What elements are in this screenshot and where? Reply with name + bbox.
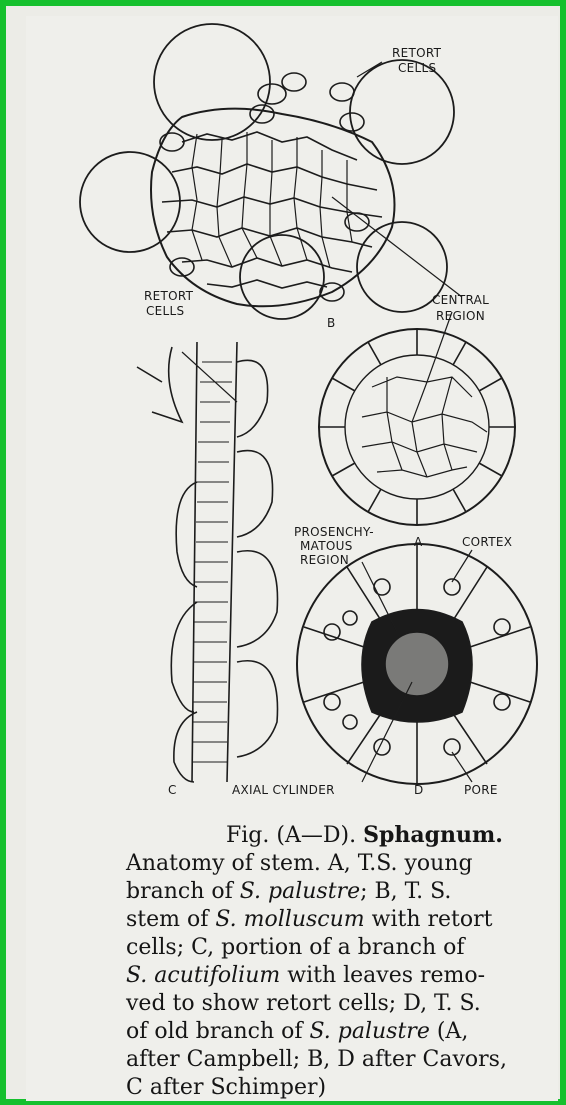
caption-line-4: stem of S. molluscum with retort: [126, 906, 566, 934]
caption-line-6: S. acutifolium with leaves remo-: [126, 962, 566, 990]
label-retort-cells-top-2: CELLS: [398, 61, 436, 75]
label-a: A: [414, 535, 423, 549]
caption-line-7: ved to show retort cells; D, T. S.: [126, 990, 566, 1018]
caption-line-10: C after Schimper): [126, 1074, 566, 1102]
label-retort-cells-left-2: CELLS: [146, 304, 184, 318]
caption-line-8: of old branch of S. palustre (A,: [126, 1018, 566, 1046]
caption-line-1: Fig. (A—D). Sphagnum.: [126, 821, 566, 850]
figure-c-branch-portion: [137, 342, 278, 782]
caption-line-9: after Campbell; B, D after Cavors,: [126, 1046, 566, 1074]
label-pore: PORE: [464, 783, 498, 797]
label-prosenchymatous-1: PROSENCHY-: [294, 525, 374, 539]
label-c: C: [168, 783, 177, 797]
caption-line-5: cells; C, portion of a branch of: [126, 934, 566, 962]
figure-d-old-branch-ts: [297, 544, 537, 784]
label-axial-cylinder: AXIAL CYLINDER: [232, 783, 335, 797]
label-cortex: CORTEX: [462, 535, 512, 549]
figure-a-young-branch-ts: [319, 312, 515, 525]
label-prosenchymatous-2: MATOUS: [300, 539, 353, 553]
label-retort-cells-top-1: RETORT: [392, 46, 442, 60]
scanned-page: RETORT CELLS B RETORT CELLS CENTRAL REGI…: [26, 16, 558, 1101]
label-central-region-2: REGION: [436, 309, 485, 323]
sphagnum-anatomy-figure: RETORT CELLS B RETORT CELLS CENTRAL REGI…: [32, 22, 552, 812]
caption-line-2: Anatomy of stem. A, T.S. young: [126, 850, 566, 878]
label-prosenchymatous-3: REGION: [300, 553, 349, 567]
label-d: D: [414, 783, 424, 797]
figure-caption: Fig. (A—D). Sphagnum. Anatomy of stem. A…: [126, 821, 566, 1102]
caption-line-3: branch of S. palustre; B, T. S.: [126, 878, 566, 906]
label-retort-cells-left-1: RETORT: [144, 289, 194, 303]
label-central-region-1: CENTRAL: [432, 293, 489, 307]
label-b: B: [327, 316, 336, 330]
